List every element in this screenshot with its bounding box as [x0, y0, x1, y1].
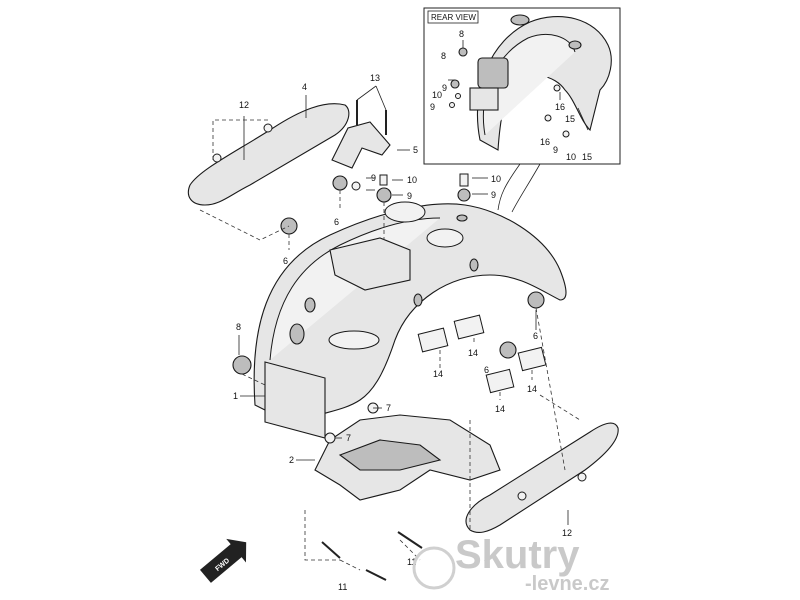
- rubber-grommet: [332, 175, 348, 191]
- inset-callout-9: 9: [442, 83, 447, 93]
- fender-side-emblem: [328, 330, 380, 350]
- bolt: [321, 541, 341, 559]
- callout-9: 9: [407, 191, 412, 201]
- callout-3: 3: [484, 554, 489, 564]
- inset-callout-15: 15: [565, 114, 575, 124]
- inset-nut-9: [455, 93, 461, 99]
- inset-light-mount: [469, 87, 499, 111]
- rear-view-inset: REAR VIEW 8 8 9 10 16 15 16 9 10 15 9: [423, 7, 621, 213]
- watermark-logo: Skutry -levne.cz: [412, 533, 609, 595]
- fender-mount-hole: [469, 258, 479, 272]
- watermark-subline: -levne.cz: [525, 573, 609, 595]
- leader-lines: [238, 85, 569, 525]
- inset-callout-8: 8: [441, 51, 446, 61]
- left-side-cover: [187, 103, 350, 206]
- inset-washer-16c: [562, 130, 570, 138]
- rubber-grommet: [457, 188, 471, 202]
- fender-mount-hole: [289, 323, 305, 345]
- fender-top-bump: [426, 228, 464, 248]
- bolt: [397, 531, 423, 549]
- fender-mount-hole: [304, 297, 316, 313]
- callout-6: 6: [484, 365, 489, 375]
- rubber-grommet: [527, 291, 545, 309]
- clip-nut: [212, 153, 222, 163]
- inset-callout-8: 8: [459, 29, 464, 39]
- rubber-grommet: [499, 341, 517, 359]
- inset-callout-10: 10: [432, 90, 442, 100]
- inset-washer-16a: [553, 84, 561, 92]
- bracket-cutout: [338, 439, 442, 471]
- bracket-5: [331, 121, 391, 169]
- reflector: [517, 346, 547, 372]
- inset-grommet-8b: [450, 79, 460, 89]
- inset-callout-16: 16: [555, 102, 565, 112]
- reflector: [485, 368, 515, 394]
- callout-10: 10: [491, 174, 501, 184]
- inset-pointer-left: [497, 163, 521, 211]
- clip-nut: [517, 491, 527, 501]
- dashed-guides: [199, 119, 581, 571]
- inset-grommet-8a: [458, 47, 468, 57]
- callout-14: 14: [495, 404, 505, 414]
- callout-9: 9: [491, 190, 496, 200]
- collar: [379, 174, 388, 186]
- callout-12: 12: [562, 528, 572, 538]
- callout-5: 5: [413, 145, 418, 155]
- callout-6: 6: [533, 331, 538, 341]
- reflector: [417, 327, 449, 353]
- fender-seat-plate: [329, 237, 411, 291]
- callout-14: 14: [527, 384, 537, 394]
- clip-nut: [324, 432, 336, 444]
- callout-14: 14: [468, 348, 478, 358]
- inset-title-box: [427, 10, 479, 24]
- fender-mount-hole: [456, 214, 468, 222]
- callout-2: 2: [289, 455, 294, 465]
- callout-1: 1: [233, 391, 238, 401]
- inset-plate-bracket: [477, 57, 509, 89]
- callout-6: 6: [283, 256, 288, 266]
- callout-7: 7: [346, 433, 351, 443]
- inset-callout-10: 10: [566, 152, 576, 162]
- nut: [351, 181, 361, 191]
- inset-leader: [577, 107, 589, 131]
- fender-top-bump: [384, 201, 426, 223]
- watermark-brand: Skutry: [455, 533, 580, 577]
- inset-callout-9: 9: [430, 102, 435, 112]
- scooter-badge-icon: [412, 546, 456, 590]
- inset-pointer-right: [511, 163, 541, 213]
- inset-title: REAR VIEW: [431, 13, 476, 22]
- collar: [459, 173, 469, 187]
- reflector: [453, 314, 485, 340]
- inset-side-grommet: [568, 40, 582, 50]
- callout-9: 9: [371, 173, 376, 183]
- inset-washer-16b: [544, 114, 552, 122]
- rear-fender-assembly: [253, 201, 567, 439]
- callout-12: 12: [239, 100, 249, 110]
- callout-14: 14: [433, 369, 443, 379]
- callout-11: 11: [407, 557, 416, 567]
- callout-4: 4: [302, 82, 307, 92]
- rubber-grommet: [376, 187, 392, 203]
- inset-top-grommet: [510, 14, 530, 26]
- inset-callout-15: 15: [582, 152, 592, 162]
- rubber-grommet: [232, 355, 252, 375]
- callout-6: 6: [334, 217, 339, 227]
- right-side-cover: [465, 422, 619, 534]
- inset-callout-16: 16: [540, 137, 550, 147]
- callout-13: 13: [370, 73, 380, 83]
- callout-8: 8: [236, 322, 241, 332]
- inset-bolt-10: [449, 102, 455, 108]
- clip-nut: [577, 472, 587, 482]
- callout-7: 7: [386, 403, 391, 413]
- inset-callout-9: 9: [553, 145, 558, 155]
- callout-11: 11: [338, 582, 347, 592]
- clip-nut: [263, 123, 273, 133]
- fwd-arrow-icon: FWD: [200, 538, 247, 583]
- fender-mount-hole: [413, 293, 423, 307]
- bolt: [365, 569, 387, 581]
- callout-10: 10: [407, 175, 417, 185]
